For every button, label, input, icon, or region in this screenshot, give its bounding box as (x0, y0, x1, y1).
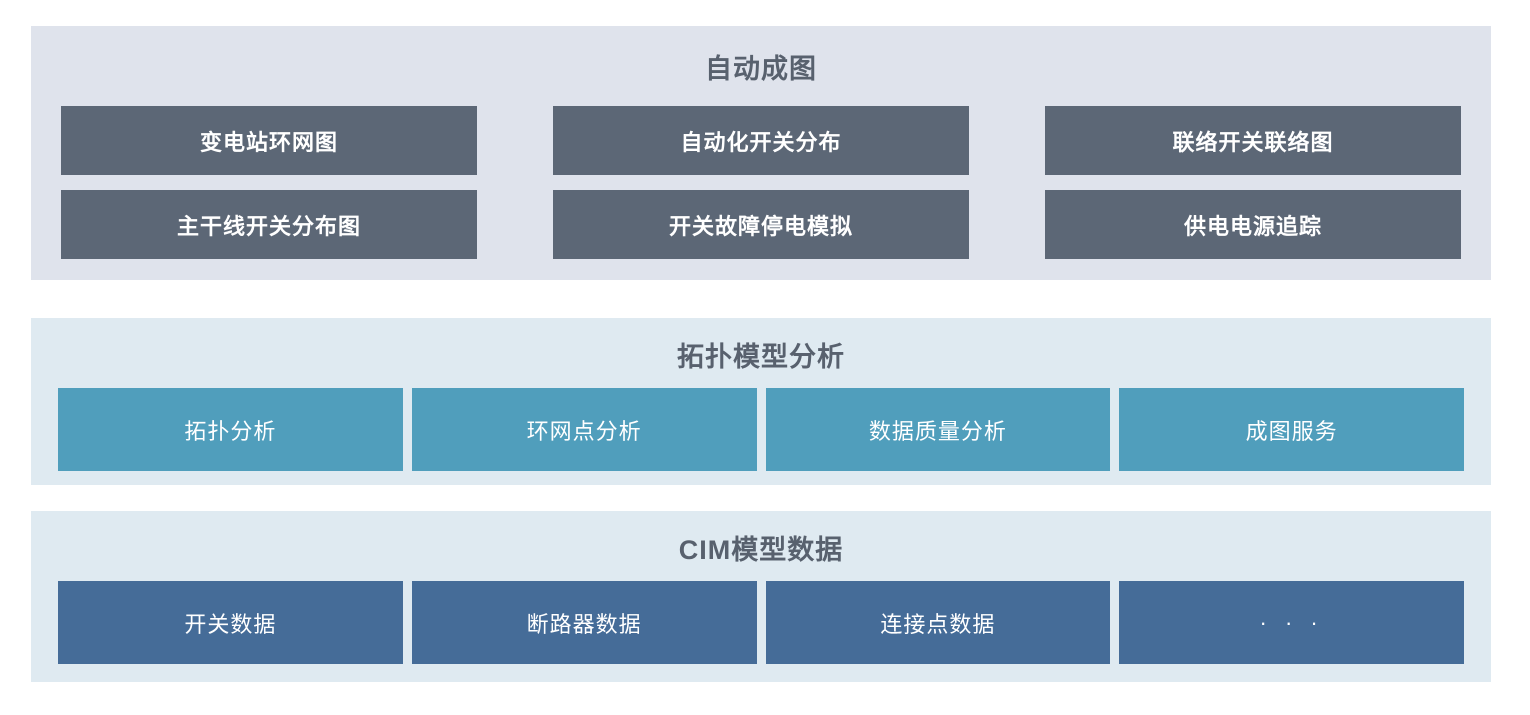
button-substation-ring-network-diagram[interactable]: 变电站环网图 (61, 106, 477, 175)
button-label: 联络开关联络图 (1172, 129, 1334, 155)
section-topology-model-analysis: 拓扑模型分析 拓扑分析 环网点分析 数据质量分析 成图服务 (31, 318, 1491, 485)
section-title-topology-model-analysis: 拓扑模型分析 (677, 342, 845, 372)
tile-mapping-service[interactable]: 成图服务 (1119, 388, 1464, 471)
tile-circuit-breaker-data[interactable]: 断路器数据 (411, 581, 757, 664)
tile-topology-analysis[interactable]: 拓扑分析 (58, 388, 403, 471)
topology-tile-grid: 拓扑分析 环网点分析 数据质量分析 成图服务 (58, 388, 1464, 471)
section-title-cim-model-data: CIM模型数据 (678, 535, 844, 565)
tile-label: 数据质量分析 (868, 418, 1007, 444)
tile-label: · · · (1259, 609, 1324, 635)
button-label: 开关故障停电模拟 (668, 213, 853, 239)
tile-connectivity-node-data[interactable]: 连接点数据 (765, 581, 1111, 664)
tile-label: 拓扑分析 (184, 418, 277, 444)
section-title-auto-map: 自动成图 (705, 54, 817, 84)
tile-ring-network-point-analysis[interactable]: 环网点分析 (411, 388, 757, 471)
tile-more-data[interactable]: · · · (1119, 581, 1464, 664)
button-tie-switch-connection-diagram[interactable]: 联络开关联络图 (1045, 106, 1461, 175)
tile-label: 断路器数据 (526, 611, 642, 637)
tile-label: 连接点数据 (880, 611, 996, 637)
button-power-supply-source-tracing[interactable]: 供电电源追踪 (1045, 190, 1461, 259)
button-automation-switch-distribution[interactable]: 自动化开关分布 (553, 106, 969, 175)
cim-tile-grid: 开关数据 断路器数据 连接点数据 · · · (58, 581, 1464, 664)
section-cim-model-data: CIM模型数据 开关数据 断路器数据 连接点数据 · · · (31, 511, 1491, 682)
button-label: 自动化开关分布 (680, 129, 842, 155)
tile-switch-data[interactable]: 开关数据 (58, 581, 403, 664)
button-label: 主干线开关分布图 (176, 213, 361, 239)
tile-label: 成图服务 (1245, 418, 1338, 444)
section-auto-map: 自动成图 变电站环网图 自动化开关分布 联络开关联络图 主干线开关分布图 开关故… (31, 26, 1491, 280)
button-switch-fault-outage-simulation[interactable]: 开关故障停电模拟 (553, 190, 969, 259)
button-trunk-line-switch-distribution-diagram[interactable]: 主干线开关分布图 (61, 190, 477, 259)
tile-label: 环网点分析 (526, 418, 642, 444)
tile-data-quality-analysis[interactable]: 数据质量分析 (765, 388, 1111, 471)
button-label: 变电站环网图 (199, 129, 338, 155)
button-label: 供电电源追踪 (1183, 213, 1322, 239)
auto-map-button-grid: 变电站环网图 自动化开关分布 联络开关联络图 主干线开关分布图 开关故障停电模拟… (61, 106, 1461, 259)
tile-label: 开关数据 (184, 611, 277, 637)
